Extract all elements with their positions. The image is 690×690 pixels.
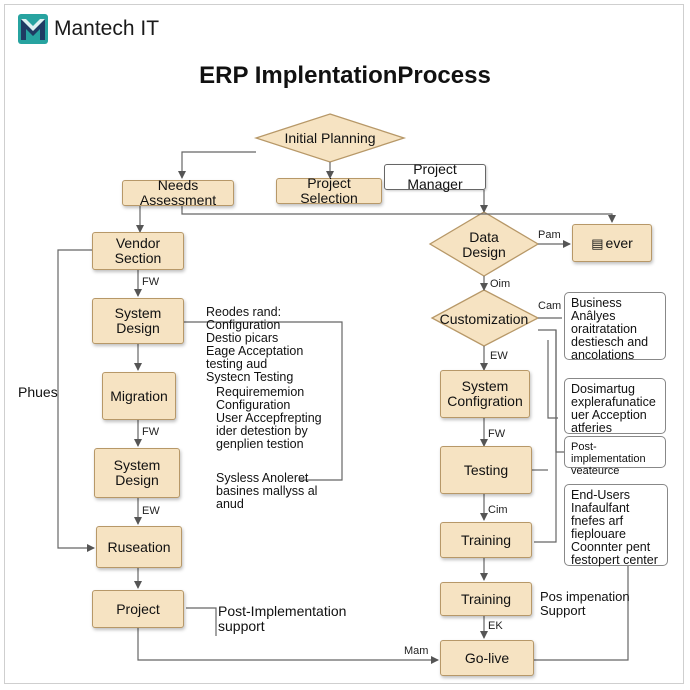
node-training-1: Training — [440, 522, 532, 558]
note-sysless: Sysless Anoleret basines mallyss al anud — [216, 471, 318, 511]
note-end-users: End-Users Inafaulfant fnefes arf fieplou… — [564, 484, 668, 567]
note-phues: Phues — [18, 384, 58, 400]
node-ruseation: Ruseation — [96, 526, 182, 568]
node-data-design: Data Design — [462, 229, 506, 260]
note-business: Business Anâlyes oraitratation destiesch… — [564, 292, 666, 362]
diagram-frame — [4, 4, 684, 684]
node-project-manager: Project Manager — [384, 162, 486, 192]
node-initial-planning: Initial Planning — [284, 129, 376, 146]
node-migration: Migration — [102, 372, 176, 420]
edge-label-ew-1: EW — [142, 505, 160, 517]
document-icon: ▤ — [591, 235, 604, 251]
edge-label-ew-2: EW — [490, 350, 508, 362]
node-system-design-2: System Design — [94, 448, 180, 498]
note-pos-impenation: Pos impenation Support — [540, 589, 630, 618]
mantech-logo-icon — [18, 14, 48, 44]
edge-label-ek: EK — [488, 620, 503, 632]
edge-label-fw-3: FW — [488, 428, 506, 440]
brand-name: Mantech IT — [54, 17, 160, 40]
edge-label-cam: Cam — [538, 300, 562, 312]
note-post-implementation-left: Post-Implementation support — [218, 603, 347, 634]
note-dosimartug: Dosimartug explerafunatice uer Acception… — [564, 378, 666, 435]
brand-logo: Mantech IT — [18, 14, 159, 44]
node-system-configration: System Configration — [440, 370, 530, 418]
note-requirement: Requirememion Configuration User Accepfr… — [216, 385, 322, 451]
node-ever-label: ever — [605, 234, 633, 251]
node-needs-assessment: Needs Assessment — [122, 178, 234, 208]
edge-label-fw-2: FW — [142, 426, 160, 438]
edge-label-cim: Cim — [488, 504, 508, 516]
node-ever: ▤ ever — [572, 224, 652, 262]
node-system-design-1: System Design — [92, 298, 184, 344]
node-project-selection: Project Selection — [276, 176, 382, 206]
node-vendor-section: Vendor Section — [92, 232, 184, 270]
edge-label-mam: Mam — [404, 645, 429, 657]
node-project: Project — [92, 590, 184, 628]
note-post-implementation-box: Post-implementation veateurce — [564, 436, 666, 477]
edge-label-oim: Oim — [490, 278, 511, 290]
node-customization: Customization — [439, 310, 529, 327]
node-go-live: Go-live — [440, 640, 534, 676]
note-left-list: Reodes rand: Configuration Destio picars… — [206, 305, 304, 384]
edge-label-fw-1: FW — [142, 276, 160, 288]
node-testing: Testing — [440, 446, 532, 494]
diagram-title: ERP ImplentationProcess — [199, 62, 491, 89]
node-training-2: Training — [440, 582, 532, 616]
edge-label-pam: Pam — [538, 229, 561, 241]
